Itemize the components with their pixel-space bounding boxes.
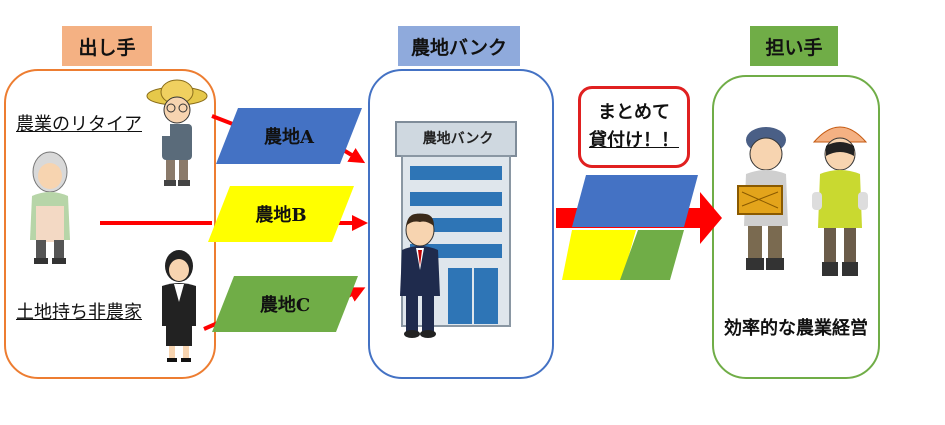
parcel-c: 農地C [212, 276, 358, 332]
businesswoman-figure [162, 250, 196, 362]
landowner-label: 土地持ち非農家 [16, 302, 142, 323]
parcel-a: 農地A [216, 108, 362, 164]
parcel-b: 農地B [208, 186, 354, 242]
lend-callout: まとめて 貸付け！！ [578, 86, 690, 168]
bank-header: 農地バンク [398, 26, 520, 66]
bank-sign-text: 農地バンク [422, 131, 494, 147]
taker-caption: 効率的な農業経営 [724, 318, 868, 339]
taker-header: 担い手 [750, 26, 838, 66]
young-farmer-man-figure [737, 127, 788, 270]
giver-header: 出し手 [62, 26, 152, 66]
combined-parcels [562, 175, 698, 280]
retired-farmer-figure [146, 79, 208, 186]
callout-line2: 貸付け！！ [589, 130, 679, 151]
elderly-woman-figure [30, 151, 70, 264]
retired-farmer-label: 農業のリタイア [16, 114, 142, 135]
bank-staff-figure [400, 213, 440, 338]
young-farmer-woman-figure [812, 126, 868, 276]
callout-line1: まとめて [598, 102, 670, 123]
bank-building [395, 121, 517, 327]
